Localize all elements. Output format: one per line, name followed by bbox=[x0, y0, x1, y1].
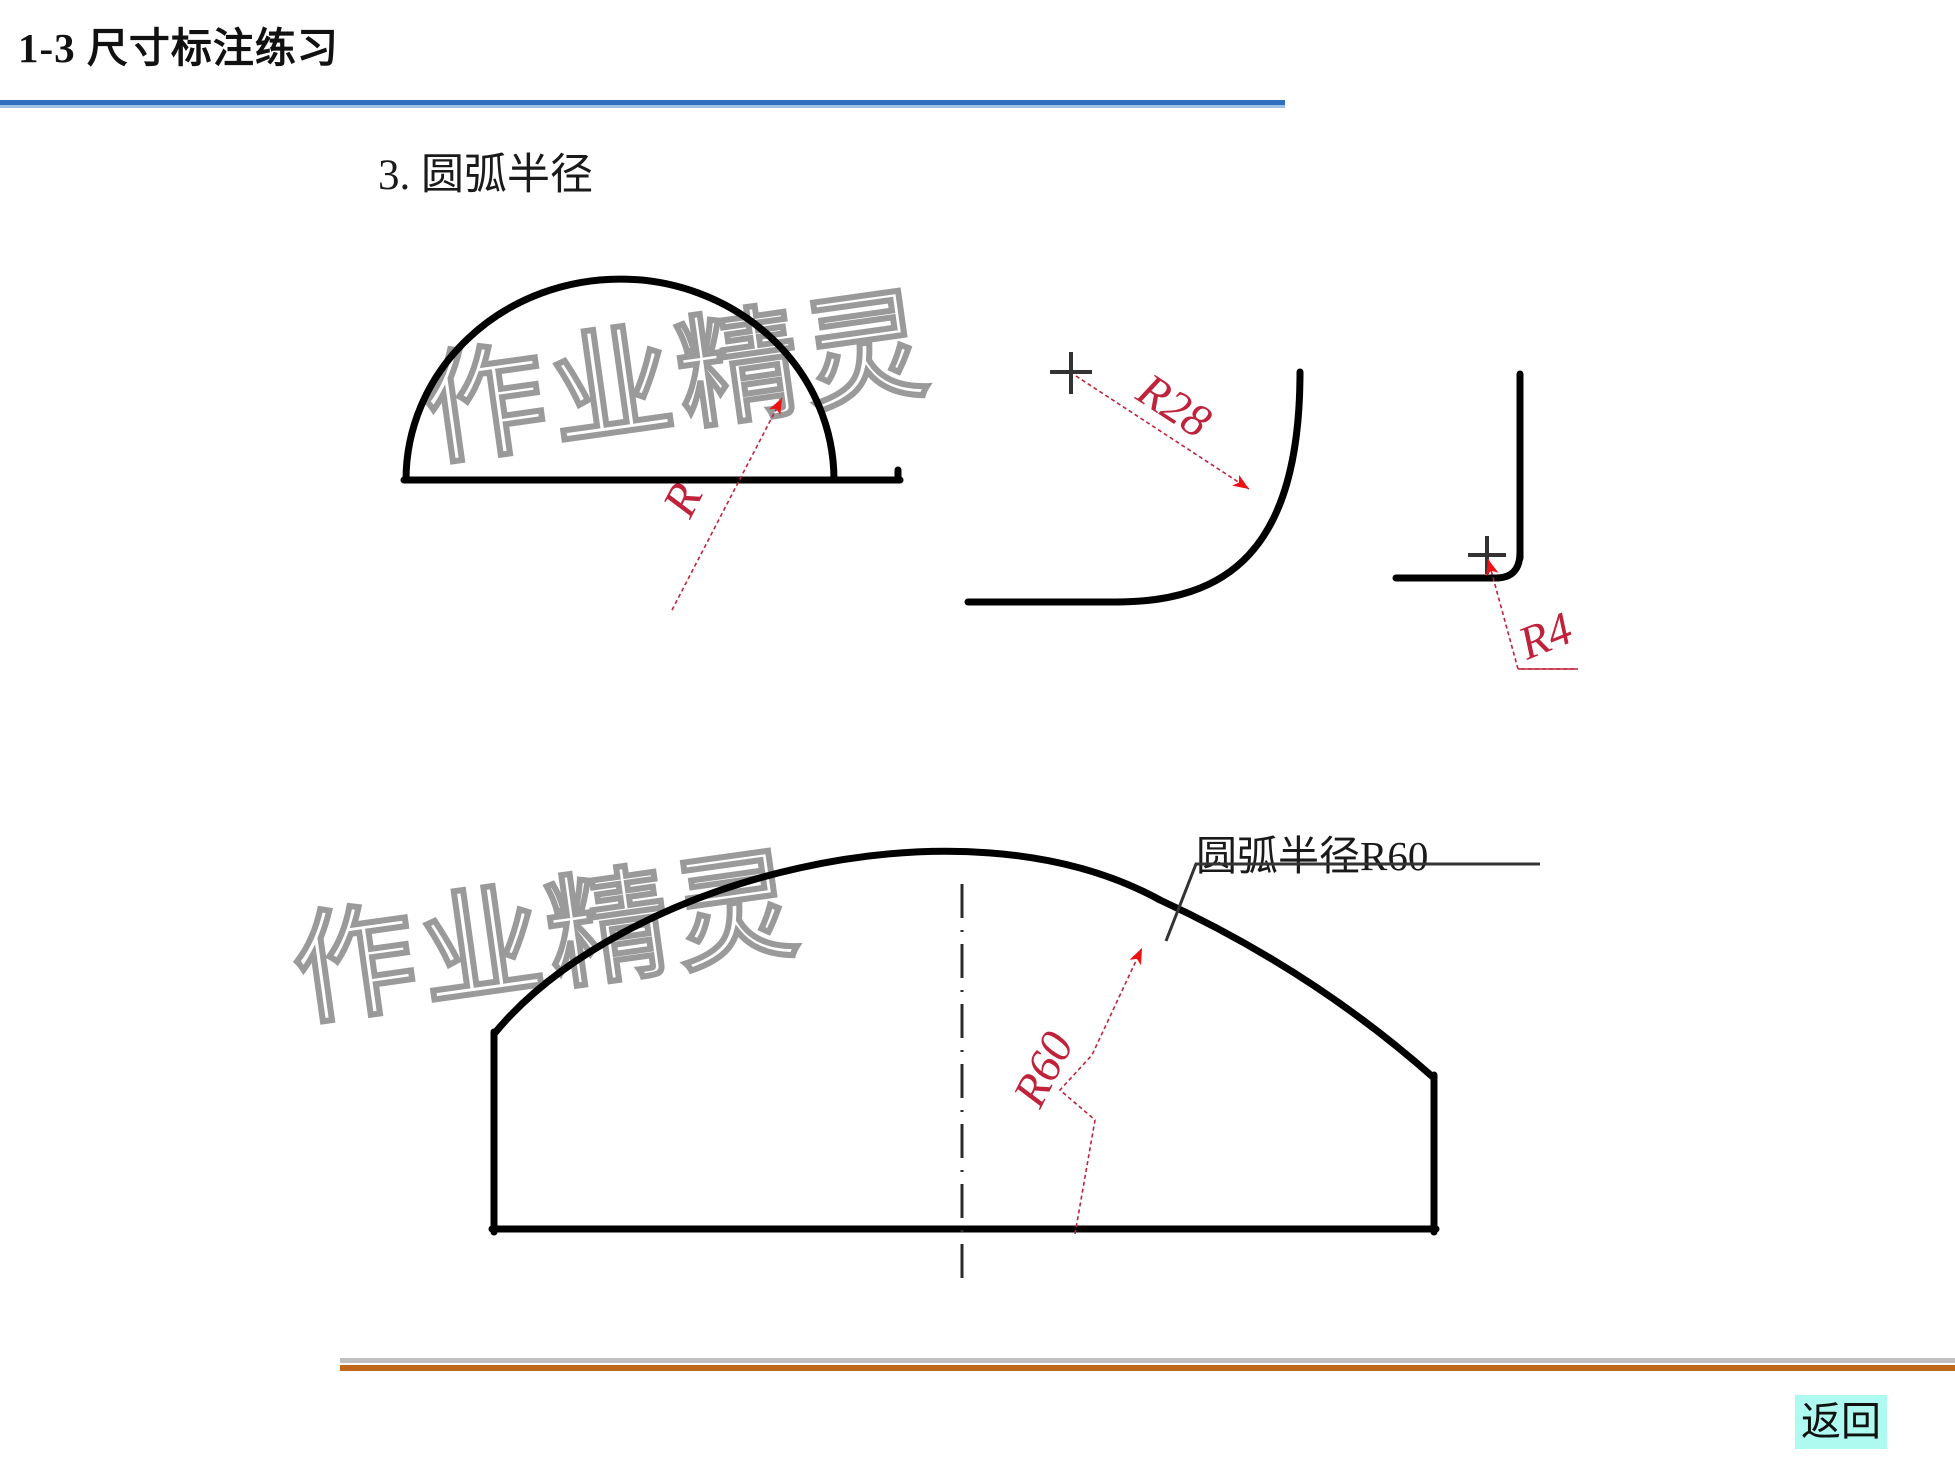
figure-semicircle: R bbox=[400, 275, 904, 611]
svg-text:作业精灵: 作业精灵 bbox=[415, 277, 941, 482]
dimension-label-r60: R60 bbox=[1003, 1024, 1084, 1116]
watermark-top: 作业精灵 bbox=[414, 276, 942, 483]
center-mark-r28 bbox=[1050, 352, 1092, 394]
dimension-label-r: R bbox=[652, 475, 713, 526]
page-title: 1-3 尺寸标注练习 bbox=[18, 25, 339, 71]
dimension-label-r4: R4 bbox=[1511, 602, 1580, 670]
section-heading: 3. 圆弧半径 bbox=[378, 152, 593, 199]
dimension-label-r28: R28 bbox=[1127, 363, 1220, 448]
watermark-bottom: 作业精灵 bbox=[284, 836, 812, 1043]
title-divider-light-blue bbox=[0, 105, 1285, 108]
callout-label-r60: 圆弧半径R60 bbox=[1196, 833, 1429, 879]
figure-r60: R60 bbox=[488, 847, 1540, 1278]
center-mark-r4 bbox=[1468, 536, 1506, 574]
footer-divider-grey bbox=[340, 1358, 1955, 1363]
footer-divider-orange bbox=[340, 1365, 1955, 1371]
return-button[interactable]: 返回 bbox=[1795, 1395, 1887, 1449]
figure-r28: R28 bbox=[964, 352, 1304, 606]
title-divider-blue bbox=[0, 100, 1285, 105]
figure-r4: R4 bbox=[1392, 370, 1580, 671]
svg-text:作业精灵: 作业精灵 bbox=[285, 837, 811, 1042]
